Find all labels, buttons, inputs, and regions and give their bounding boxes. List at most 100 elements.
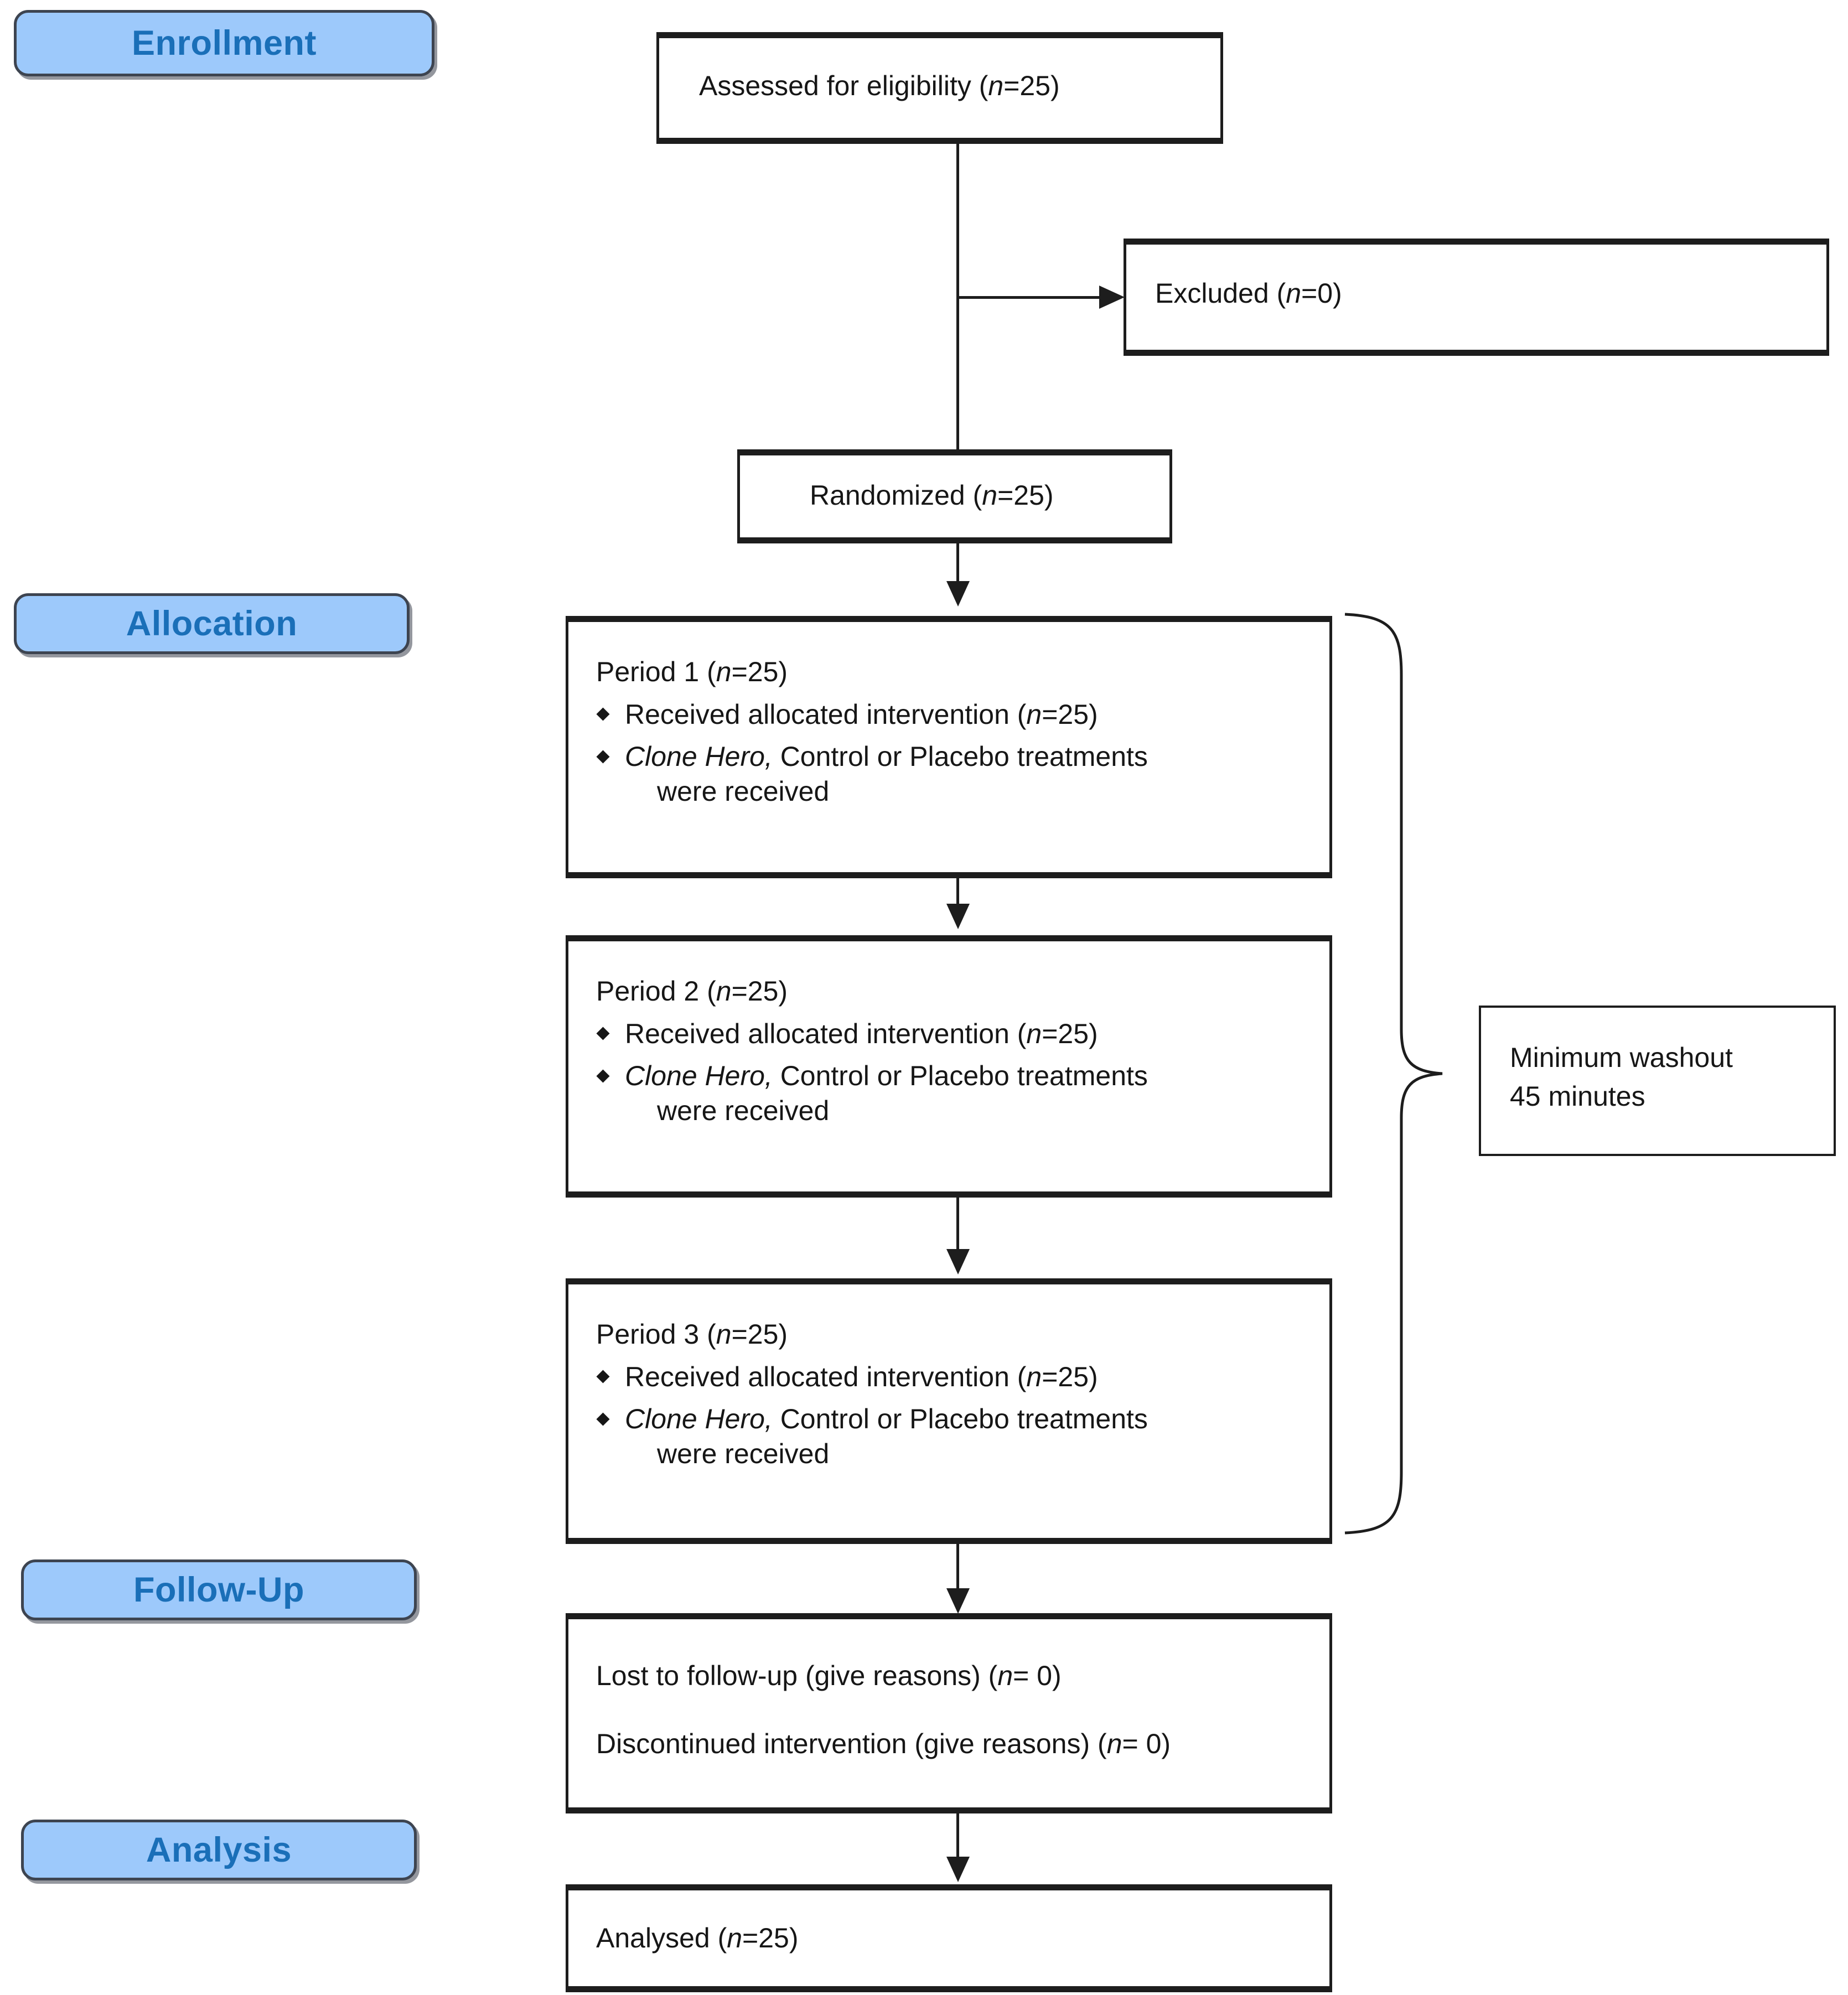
stage-label-followup: Follow-Up <box>133 1570 304 1609</box>
period1-bullet1-post: =25) <box>1042 698 1098 730</box>
period3-bullet2-italic: Clone Hero, <box>625 1403 773 1434</box>
connector-followup-to-analysed <box>956 1813 959 1858</box>
box-analysed: Analysed (n=25) <box>566 1884 1332 1992</box>
excluded-text-pre: Excluded ( <box>1155 278 1286 309</box>
period3-header-post: =25) <box>731 1319 788 1350</box>
period3-bullet1-post: =25) <box>1042 1361 1098 1392</box>
period3-bullet1-pre: Received allocated intervention ( <box>625 1361 1027 1392</box>
randomized-text-pre: Randomized ( <box>810 480 982 511</box>
excluded-text-post: =0) <box>1301 278 1342 309</box>
period2-header-pre: Period 2 ( <box>596 976 716 1007</box>
period3-bullet-1: Received allocated intervention (n=25) <box>596 1360 1316 1395</box>
followup-line-2: Discontinued intervention (give reasons)… <box>596 1727 1171 1760</box>
period2-content: Period 2 (n=25) Received allocated inter… <box>596 976 1316 1136</box>
arrowhead-to-period1 <box>946 581 970 607</box>
connector-period1-to-period2 <box>956 878 959 905</box>
period2-header-post: =25) <box>731 976 788 1007</box>
period1-bullet1-pre: Received allocated intervention ( <box>625 698 1027 730</box>
connector-to-excluded <box>956 296 1099 299</box>
followup-line-1: Lost to follow-up (give reasons) (n= 0) <box>596 1659 1062 1692</box>
diamond-bullet-icon <box>596 749 610 764</box>
diamond-bullet-icon <box>596 1027 610 1040</box>
analysed-text-pre: Analysed ( <box>596 1923 727 1953</box>
randomized-text-post: =25) <box>997 480 1054 511</box>
box-period-3: Period 3 (n=25) Received allocated inter… <box>566 1278 1332 1544</box>
box-minimum-washout: Minimum washout 45 minutes <box>1479 1006 1836 1156</box>
period1-bullet2-cont: were received <box>657 775 830 807</box>
followup-line1-post: = 0) <box>1013 1660 1062 1691</box>
arrowhead-to-followup <box>946 1588 970 1614</box>
box-assessed-for-eligibility: Assessed for eligibility (n=25) <box>656 32 1223 144</box>
stage-label-enrollment: Enrollment <box>131 23 317 63</box>
assessed-text: Assessed for eligibility (n=25) <box>699 69 1060 102</box>
period3-header-n: n <box>716 1319 732 1350</box>
period3-bullet-2: Clone Hero, Control or Placebo treatment… <box>596 1402 1316 1471</box>
box-excluded: Excluded (n=0) <box>1124 239 1829 356</box>
followup-line2-n: n <box>1106 1728 1122 1759</box>
period2-header: Period 2 (n=25) <box>596 976 1316 1008</box>
assessed-text-pre: Assessed for eligibility ( <box>699 70 988 101</box>
period2-header-n: n <box>716 976 732 1007</box>
period2-bullet2-rest: Control or Placebo treatments <box>772 1060 1148 1091</box>
diamond-bullet-icon <box>596 1069 610 1083</box>
followup-line1-n: n <box>997 1660 1013 1691</box>
stage-label-allocation: Allocation <box>126 604 298 643</box>
period1-header-post: =25) <box>731 656 788 687</box>
excluded-text: Excluded (n=0) <box>1155 277 1342 310</box>
connector-randomized-to-period1 <box>956 543 959 582</box>
period1-bullet2-italic: Clone Hero, <box>625 741 773 772</box>
randomized-n-italic: n <box>982 480 998 511</box>
connector-period2-to-period3 <box>956 1198 959 1250</box>
assessed-text-post: =25) <box>1003 70 1060 101</box>
stage-pill-enrollment: Enrollment <box>14 10 434 76</box>
period1-header-n: n <box>716 656 732 687</box>
period2-bullet-1: Received allocated intervention (n=25) <box>596 1017 1316 1051</box>
period1-bullet2-rest: Control or Placebo treatments <box>772 741 1148 772</box>
period3-header: Period 3 (n=25) <box>596 1319 1316 1351</box>
box-lost-to-followup: Lost to follow-up (give reasons) (n= 0) … <box>566 1613 1332 1813</box>
diamond-bullet-icon <box>596 1412 610 1426</box>
period2-bullet1-post: =25) <box>1042 1018 1098 1049</box>
washout-line-2: 45 minutes <box>1510 1081 1645 1112</box>
analysed-text-post: =25) <box>742 1923 799 1953</box>
followup-line2-pre: Discontinued intervention (give reasons)… <box>596 1728 1107 1759</box>
period3-bullet2-cont: were received <box>657 1438 830 1469</box>
period3-content: Period 3 (n=25) Received allocated inter… <box>596 1319 1316 1479</box>
period1-header-pre: Period 1 ( <box>596 656 716 687</box>
arrowhead-to-period2 <box>946 904 970 929</box>
box-randomized: Randomized (n=25) <box>737 449 1172 543</box>
period2-bullet2-cont: were received <box>657 1095 830 1126</box>
arrowhead-to-period3 <box>946 1249 970 1274</box>
arrowhead-to-excluded <box>1099 286 1125 309</box>
period3-bullet1-n: n <box>1026 1361 1042 1392</box>
period1-bullet1-n: n <box>1026 698 1042 730</box>
stage-label-analysis: Analysis <box>146 1830 292 1869</box>
washout-line-1: Minimum washout <box>1510 1042 1733 1073</box>
diamond-bullet-icon <box>596 1370 610 1383</box>
randomized-text: Randomized (n=25) <box>810 479 1054 512</box>
period1-content: Period 1 (n=25) Received allocated inter… <box>596 656 1316 816</box>
analysed-n-italic: n <box>727 1923 743 1953</box>
period2-bullet2-italic: Clone Hero, <box>625 1060 773 1091</box>
period3-header-pre: Period 3 ( <box>596 1319 716 1350</box>
analysed-text: Analysed (n=25) <box>596 1921 799 1955</box>
stage-pill-followup: Follow-Up <box>21 1559 417 1620</box>
followup-line2-post: = 0) <box>1122 1728 1171 1759</box>
box-period-1: Period 1 (n=25) Received allocated inter… <box>566 616 1332 878</box>
excluded-n-italic: n <box>1286 278 1302 309</box>
period3-bullet2-rest: Control or Placebo treatments <box>772 1403 1148 1434</box>
curly-brace-washout <box>1344 613 1443 1535</box>
connector-period3-to-followup <box>956 1544 959 1589</box>
period2-bullet1-n: n <box>1026 1018 1042 1049</box>
period2-bullet1-pre: Received allocated intervention ( <box>625 1018 1027 1049</box>
period1-header: Period 1 (n=25) <box>596 656 1316 688</box>
box-period-2: Period 2 (n=25) Received allocated inter… <box>566 935 1332 1198</box>
stage-pill-analysis: Analysis <box>21 1820 417 1880</box>
stage-pill-allocation: Allocation <box>14 593 410 654</box>
diamond-bullet-icon <box>596 707 610 721</box>
followup-line1-pre: Lost to follow-up (give reasons) ( <box>596 1660 998 1691</box>
assessed-n-italic: n <box>988 70 1004 101</box>
arrowhead-to-analysed <box>946 1857 970 1882</box>
period2-bullet-2: Clone Hero, Control or Placebo treatment… <box>596 1059 1316 1128</box>
